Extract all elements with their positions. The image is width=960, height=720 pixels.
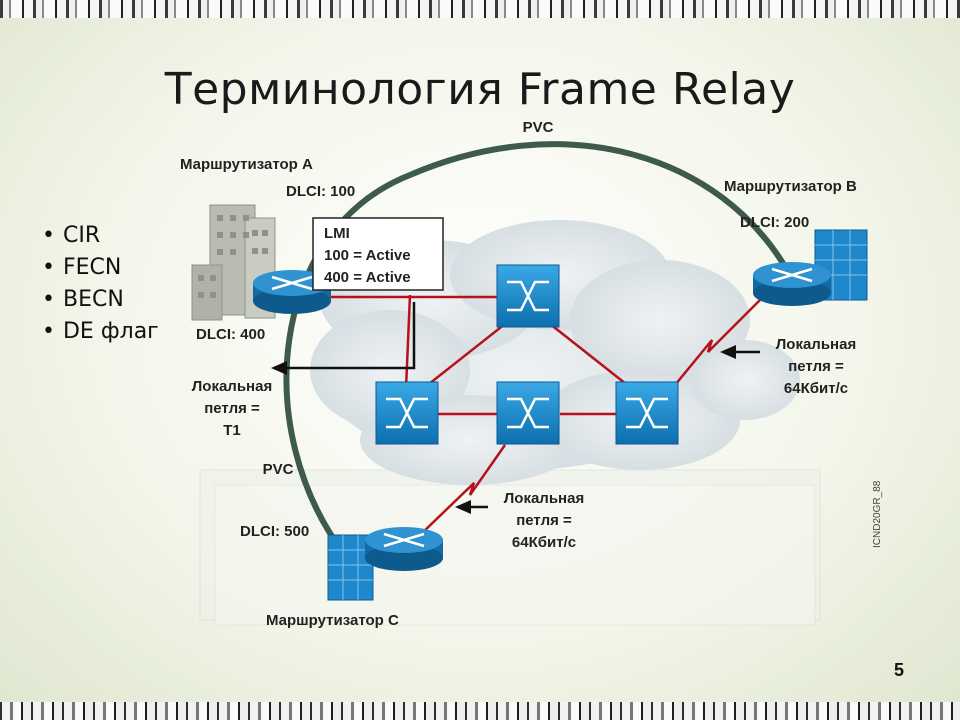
router-c-dlci: DLCI: 500 — [240, 523, 309, 540]
lmi-box — [312, 217, 444, 291]
router-c-name: Маршрутизатор C — [266, 612, 399, 629]
switch-icon — [615, 381, 679, 445]
arrowhead-icon — [720, 345, 736, 359]
router-c-icon — [327, 527, 443, 601]
bullet-item: CIR — [42, 220, 159, 252]
switch-icon — [375, 381, 439, 445]
router-a-dlci-100: DLCI: 100 — [286, 183, 355, 200]
loop-b-line-1: Локальная — [776, 336, 856, 353]
router-b-name: Маршрутизатор B — [724, 178, 857, 195]
bullet-item: DE флаг — [42, 316, 159, 348]
loop-b-line-2: петля = — [788, 358, 844, 375]
top-decor-bar — [0, 0, 960, 18]
lmi-arrow — [285, 302, 416, 370]
loop-b-line-3: 64Кбит/с — [784, 380, 848, 397]
router-a-icon — [253, 270, 331, 314]
loop-a-line-3: T1 — [223, 422, 241, 439]
router-a-dlci-400: DLCI: 400 — [196, 326, 265, 343]
arrowhead-icon — [271, 361, 287, 375]
switch-icon — [496, 264, 560, 328]
page-number: 5 — [893, 660, 904, 680]
loop-a-line-2: петля = — [204, 400, 260, 417]
router-b-icon — [753, 229, 868, 306]
term-list: CIR FECN BECN DE флаг — [42, 220, 159, 348]
bullet-item: BECN — [42, 284, 159, 316]
bottom-decor-bar — [0, 702, 960, 720]
arrowhead-icon — [455, 500, 471, 514]
pvc-arc — [283, 141, 793, 557]
loop-c-line-3: 64Кбит/с — [512, 534, 576, 551]
lmi-title: LMI — [324, 225, 350, 242]
loop-c-line-1: Локальная — [504, 490, 584, 507]
figure-code: ICND20GR_88 — [872, 480, 883, 548]
lmi-line-2: 400 = Active — [324, 269, 411, 286]
pvc-label-left: PVC — [263, 461, 294, 478]
router-b-dlci: DLCI: 200 — [740, 214, 809, 231]
loop-a-line-1: Локальная — [192, 378, 272, 395]
switch-icon — [496, 381, 560, 445]
slide-title: Терминология Frame Relay — [164, 64, 796, 115]
pvc-label-top: PVC — [523, 119, 554, 136]
circuit-links — [315, 294, 761, 536]
lmi-line-1: 100 = Active — [324, 247, 411, 264]
router-a-name: Маршрутизатор A — [180, 156, 313, 173]
bullet-item: FECN — [42, 252, 159, 284]
loop-c-line-2: петля = — [516, 512, 572, 529]
